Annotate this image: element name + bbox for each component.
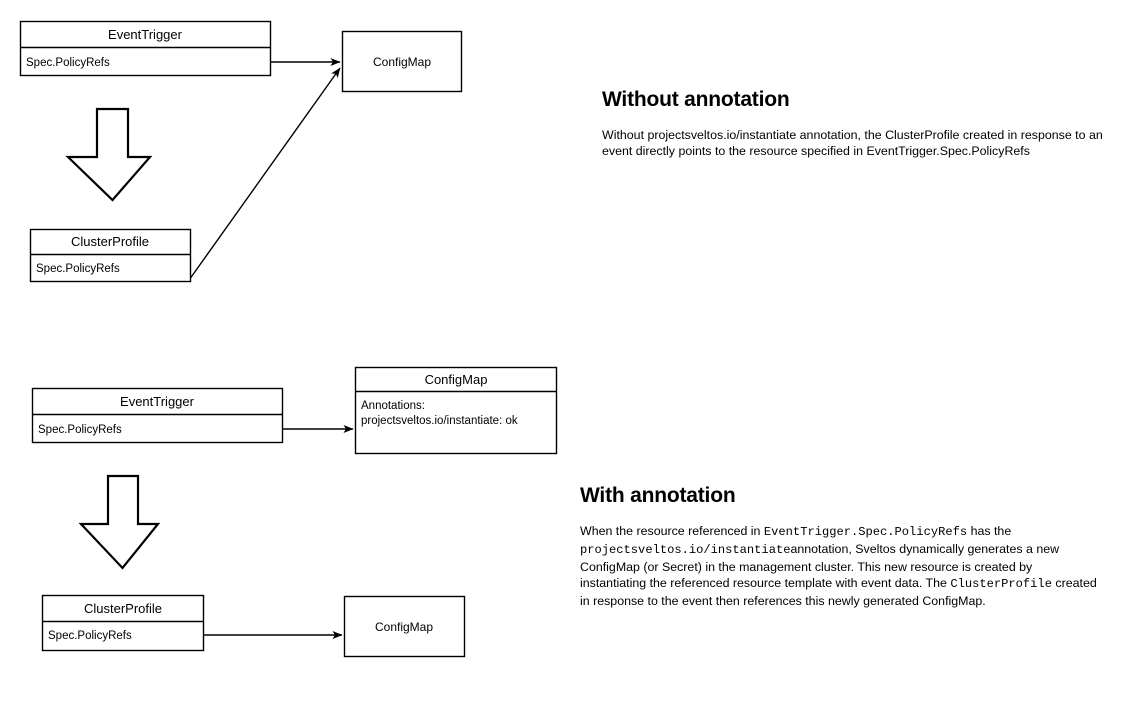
without-annotation-body: Without projectsveltos.io/instantiate an… xyxy=(602,128,1103,159)
without-annotation-heading: Without annotation xyxy=(602,88,790,111)
bottom-config-map-annotations-value: projectsveltos.io/instantiate: ok xyxy=(361,415,518,427)
top-event-trigger-title: EventTrigger xyxy=(108,27,183,42)
code-clusterprofile: ClusterProfile xyxy=(950,577,1052,592)
bottom-config-map-annotated-node[interactable]: ConfigMap Annotations: projectsveltos.io… xyxy=(354,366,558,455)
bottom-config-map-node[interactable]: ConfigMap xyxy=(343,595,466,658)
top-cluster-profile-field: Spec.PolicyRefs xyxy=(36,263,120,275)
with-annotation-body: When the resource referenced in EventTri… xyxy=(580,523,1098,610)
bottom-event-trigger-field: Spec.PolicyRefs xyxy=(38,424,122,436)
top-config-map-node[interactable]: ConfigMap xyxy=(341,30,463,93)
bottom-cluster-profile-title: ClusterProfile xyxy=(84,601,162,616)
top-event-trigger-field: Spec.PolicyRefs xyxy=(26,57,110,69)
top-event-trigger-node[interactable]: EventTrigger Spec.PolicyRefs xyxy=(19,20,272,77)
bottom-cluster-profile-node[interactable]: ClusterProfile Spec.PolicyRefs xyxy=(41,594,205,652)
top-down-arrow-icon xyxy=(65,107,153,202)
top-connector-clusterprofile-to-configmap xyxy=(189,67,341,279)
bottom-config-map-annotated-title: ConfigMap xyxy=(425,372,488,387)
with-annotation-text-2: has the xyxy=(967,524,1012,539)
with-annotation-text-4: created in response to the event then re… xyxy=(580,576,1097,609)
without-annotation-section: Without annotation Without projectsvelto… xyxy=(602,88,1118,160)
bottom-config-map-annotations-label: Annotations: xyxy=(361,400,425,412)
code-instantiate-annotation: projectsveltos.io/instantiate xyxy=(580,543,791,558)
with-annotation-heading: With annotation xyxy=(580,484,736,507)
with-annotation-section: With annotation When the resource refere… xyxy=(580,484,1098,610)
top-config-map-title: ConfigMap xyxy=(373,55,431,69)
top-cluster-profile-title: ClusterProfile xyxy=(71,234,149,249)
code-eventtrigger-policyrefs: EventTrigger.Spec.PolicyRefs xyxy=(763,525,968,540)
bottom-cluster-profile-field: Spec.PolicyRefs xyxy=(48,630,132,642)
bottom-down-arrow-icon xyxy=(78,474,161,570)
bottom-config-map-title: ConfigMap xyxy=(375,620,433,634)
bottom-event-trigger-node[interactable]: EventTrigger Spec.PolicyRefs xyxy=(31,387,284,444)
with-annotation-text-3: annotation, Sveltos dynamically generate… xyxy=(580,542,1060,591)
with-annotation-text-1: When the resource referenced in xyxy=(580,524,764,539)
bottom-event-trigger-title: EventTrigger xyxy=(120,394,195,409)
top-cluster-profile-node[interactable]: ClusterProfile Spec.PolicyRefs xyxy=(29,228,192,283)
